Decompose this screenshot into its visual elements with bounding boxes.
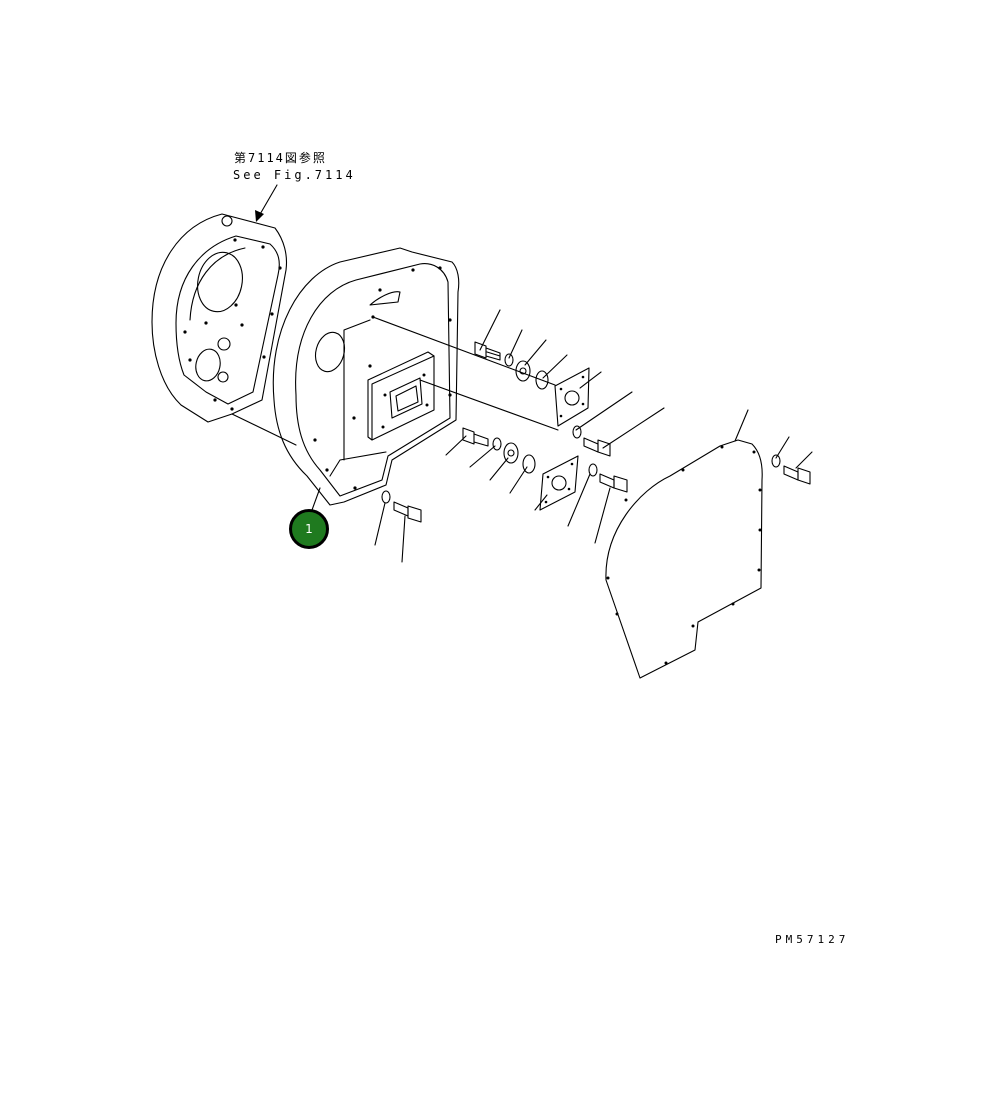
cover-plate — [605, 409, 813, 679]
drawing-code: PM57127 — [775, 933, 850, 946]
gear-case — [272, 247, 559, 511]
lower-bolt-set — [374, 427, 628, 563]
reference-label-english: See Fig.7114 — [233, 168, 356, 182]
leader-arrow-icon — [255, 184, 278, 222]
upper-bolt-set — [474, 309, 665, 457]
callout-number: 1 — [305, 522, 313, 536]
reference-label-japanese: 第7114図参照 — [234, 151, 327, 165]
part-callout-1[interactable]: 1 — [289, 509, 329, 549]
rear-housing — [151, 213, 297, 446]
